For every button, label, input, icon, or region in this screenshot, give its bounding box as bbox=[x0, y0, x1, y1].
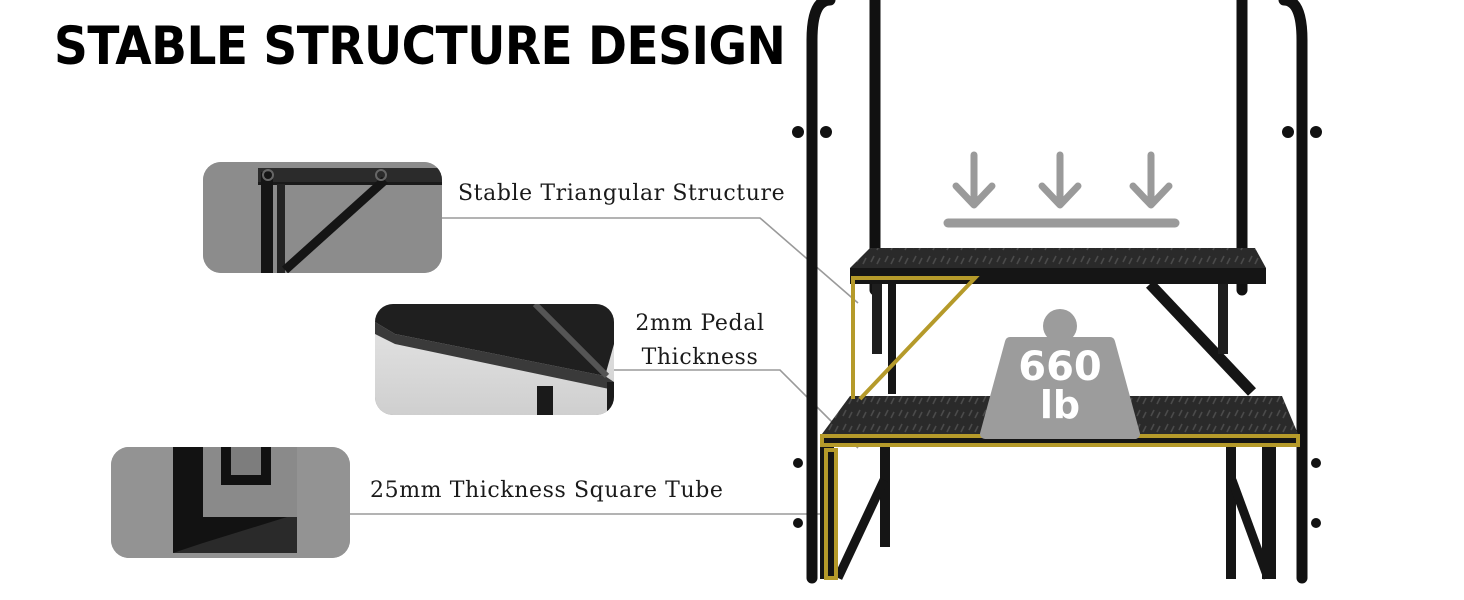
callout-label: Stable Triangular Structure bbox=[458, 181, 786, 206]
load-capacity-value: 660 bbox=[1018, 344, 1102, 390]
pedal-detail-thumbnail bbox=[375, 304, 614, 415]
callout-label: Thickness bbox=[641, 345, 759, 370]
triangle-brace-icon bbox=[203, 162, 442, 273]
callout-pedal-thickness: 2mm Pedal Thickness bbox=[625, 307, 775, 375]
callout-square-tube: 25mm Thickness Square Tube bbox=[370, 474, 724, 508]
load-capacity-unit: lb bbox=[1040, 383, 1080, 427]
triangle-detail-thumbnail bbox=[203, 162, 442, 273]
callout-triangular-structure: Stable Triangular Structure bbox=[458, 177, 785, 211]
handrails bbox=[806, 0, 1308, 584]
square-tube-icon bbox=[111, 447, 350, 558]
pedal-edge-icon bbox=[375, 304, 614, 415]
callout-label: 25mm Thickness Square Tube bbox=[370, 478, 724, 503]
handrail-bolts bbox=[792, 126, 1322, 528]
page-title: STABLE STRUCTURE DESIGN bbox=[54, 16, 786, 78]
tube-detail-thumbnail bbox=[111, 447, 350, 558]
down-arrows-icon bbox=[943, 151, 1180, 228]
weight-icon: 660 lb bbox=[980, 309, 1140, 439]
callout-label: 2mm Pedal bbox=[635, 311, 765, 336]
guide-lines bbox=[350, 217, 859, 515]
